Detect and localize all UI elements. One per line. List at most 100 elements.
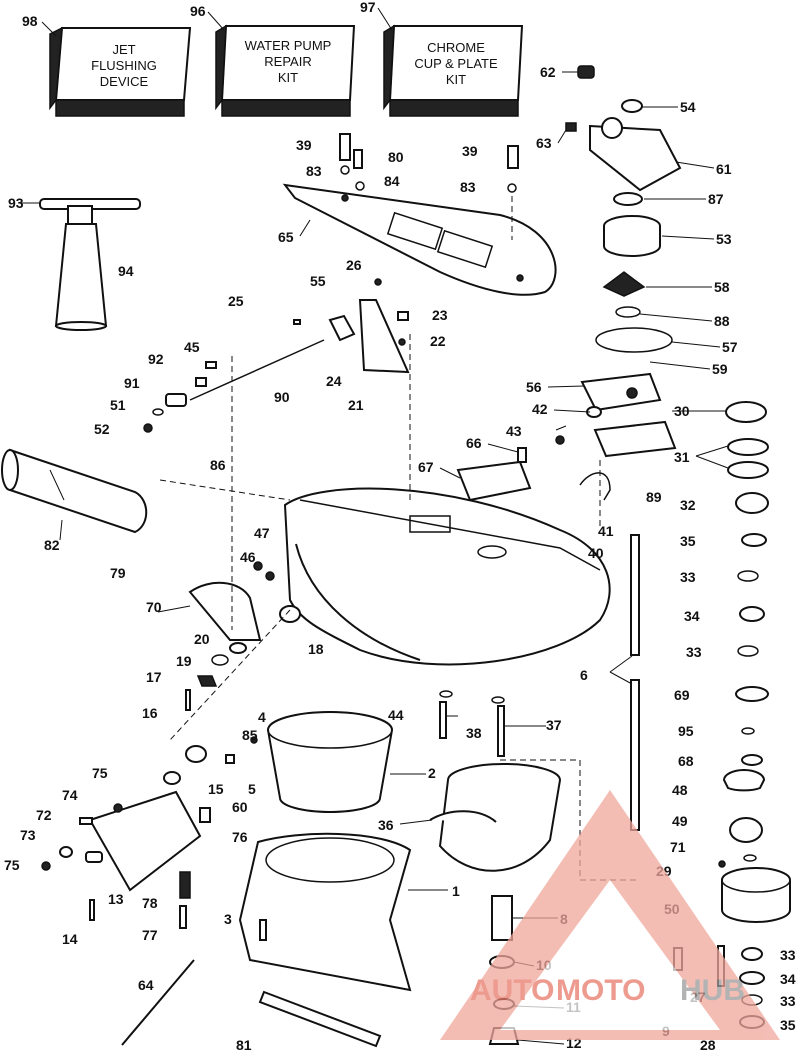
callout-46: 46 — [240, 549, 256, 565]
callout-33: 33 — [680, 569, 696, 585]
callout-76: 76 — [232, 829, 248, 845]
callout-52: 52 — [94, 421, 110, 437]
callout-78: 78 — [142, 895, 158, 911]
drive-shaft-illustration — [630, 534, 640, 831]
callout-34-b: 34 — [780, 971, 796, 987]
callout-86: 86 — [210, 457, 226, 473]
callout-38: 38 — [466, 725, 482, 741]
liner-cup-illustration — [266, 711, 394, 813]
steering-linkage-illustration — [143, 278, 410, 433]
callout-91: 91 — [124, 375, 140, 391]
callout-36: 36 — [378, 817, 394, 833]
water-intake-tube-illustration — [1, 448, 148, 534]
callout-22: 22 — [430, 333, 446, 349]
callout-31: 31 — [674, 449, 690, 465]
callout-83: 83 — [306, 163, 322, 179]
callout-33-c: 33 — [780, 947, 796, 963]
callout-28: 28 — [700, 1037, 716, 1052]
callout-33-b: 33 — [686, 644, 702, 660]
callout-75: 75 — [92, 765, 108, 781]
callout-61: 61 — [716, 161, 732, 177]
callout-35: 35 — [680, 533, 696, 549]
leader-lines — [18, 7, 729, 1045]
left-hardware-illustrations — [41, 561, 301, 941]
callout-94: 94 — [118, 263, 134, 279]
callout-60: 60 — [232, 799, 248, 815]
callout-82: 82 — [44, 537, 60, 553]
callout-15: 15 — [208, 781, 224, 797]
callout-2: 2 — [428, 765, 436, 781]
callout-83-b: 83 — [460, 179, 476, 195]
callout-95: 95 — [678, 723, 694, 739]
callout-5: 5 — [248, 781, 256, 797]
callout-85: 85 — [242, 727, 258, 743]
callout-75-b: 75 — [4, 857, 20, 873]
jet-housing-illustration — [283, 487, 611, 666]
callout-37: 37 — [546, 717, 562, 733]
callout-98: 98 — [22, 13, 38, 29]
callout-39: 39 — [296, 137, 312, 153]
callout-13: 13 — [108, 891, 124, 907]
kit-96-line-1: WATER PUMP — [245, 38, 332, 53]
callout-59: 59 — [712, 361, 728, 377]
kit-98-line-2: FLUSHING — [91, 58, 157, 73]
callout-90: 90 — [274, 389, 290, 405]
impeller-illustration — [429, 763, 562, 872]
watermark-text-moto: MOTO — [556, 974, 645, 1007]
callout-35-b: 35 — [780, 1017, 796, 1033]
callout-64: 64 — [138, 977, 154, 993]
kit-box-jet-flushing-device: JET FLUSHING DEVICE — [49, 26, 192, 117]
watermark-text-auto: AUTO — [470, 974, 554, 1007]
callout-49: 49 — [672, 813, 688, 829]
callout-1: 1 — [452, 883, 460, 899]
callout-42: 42 — [532, 401, 548, 417]
callout-73: 73 — [20, 827, 36, 843]
callout-17: 17 — [146, 669, 162, 685]
kit-98-line-3: DEVICE — [100, 74, 149, 89]
callout-4: 4 — [258, 709, 266, 725]
callout-84: 84 — [384, 173, 400, 189]
callout-56: 56 — [526, 379, 542, 395]
callout-80: 80 — [388, 149, 404, 165]
callout-57: 57 — [722, 339, 738, 355]
callout-32: 32 — [680, 497, 696, 513]
callout-88: 88 — [714, 313, 730, 329]
callout-63: 63 — [536, 135, 552, 151]
callout-18: 18 — [308, 641, 324, 657]
kit-97-line-2: CUP & PLATE — [414, 56, 498, 71]
callout-14: 14 — [62, 931, 78, 947]
callout-47: 47 — [254, 525, 270, 541]
callout-79: 79 — [110, 565, 126, 581]
callout-43: 43 — [506, 423, 522, 439]
callout-16: 16 — [142, 705, 158, 721]
callout-26: 26 — [346, 257, 362, 273]
callout-81: 81 — [236, 1037, 252, 1052]
jet-outlet-housing-illustration — [238, 832, 412, 992]
callout-3: 3 — [224, 911, 232, 927]
kit-box-water-pump-repair-kit: WATER PUMP REPAIR KIT — [215, 24, 356, 117]
callout-72: 72 — [36, 807, 52, 823]
callout-74: 74 — [62, 787, 78, 803]
callout-34: 34 — [684, 608, 700, 624]
water-pump-stack-illustration — [565, 65, 791, 1029]
top-fasteners-illustration — [339, 133, 519, 193]
callout-93: 93 — [8, 195, 24, 211]
callout-70: 70 — [146, 599, 162, 615]
jet-flushing-device-illustration — [39, 198, 141, 331]
callout-71: 71 — [670, 839, 686, 855]
callout-25: 25 — [228, 293, 244, 309]
callout-68: 68 — [678, 753, 694, 769]
callout-6: 6 — [580, 667, 588, 683]
callout-51: 51 — [110, 397, 126, 413]
callout-41: 41 — [598, 523, 614, 539]
callout-33-d: 33 — [780, 993, 796, 1009]
kit-96-line-2: REPAIR — [264, 54, 311, 69]
callout-55: 55 — [310, 273, 326, 289]
callout-97: 97 — [360, 0, 376, 15]
callout-66: 66 — [466, 435, 482, 451]
callout-54: 54 — [680, 99, 696, 115]
kit-98-line-1: JET — [112, 42, 135, 57]
callout-77: 77 — [142, 927, 158, 943]
callout-87: 87 — [708, 191, 724, 207]
callout-45: 45 — [184, 339, 200, 355]
